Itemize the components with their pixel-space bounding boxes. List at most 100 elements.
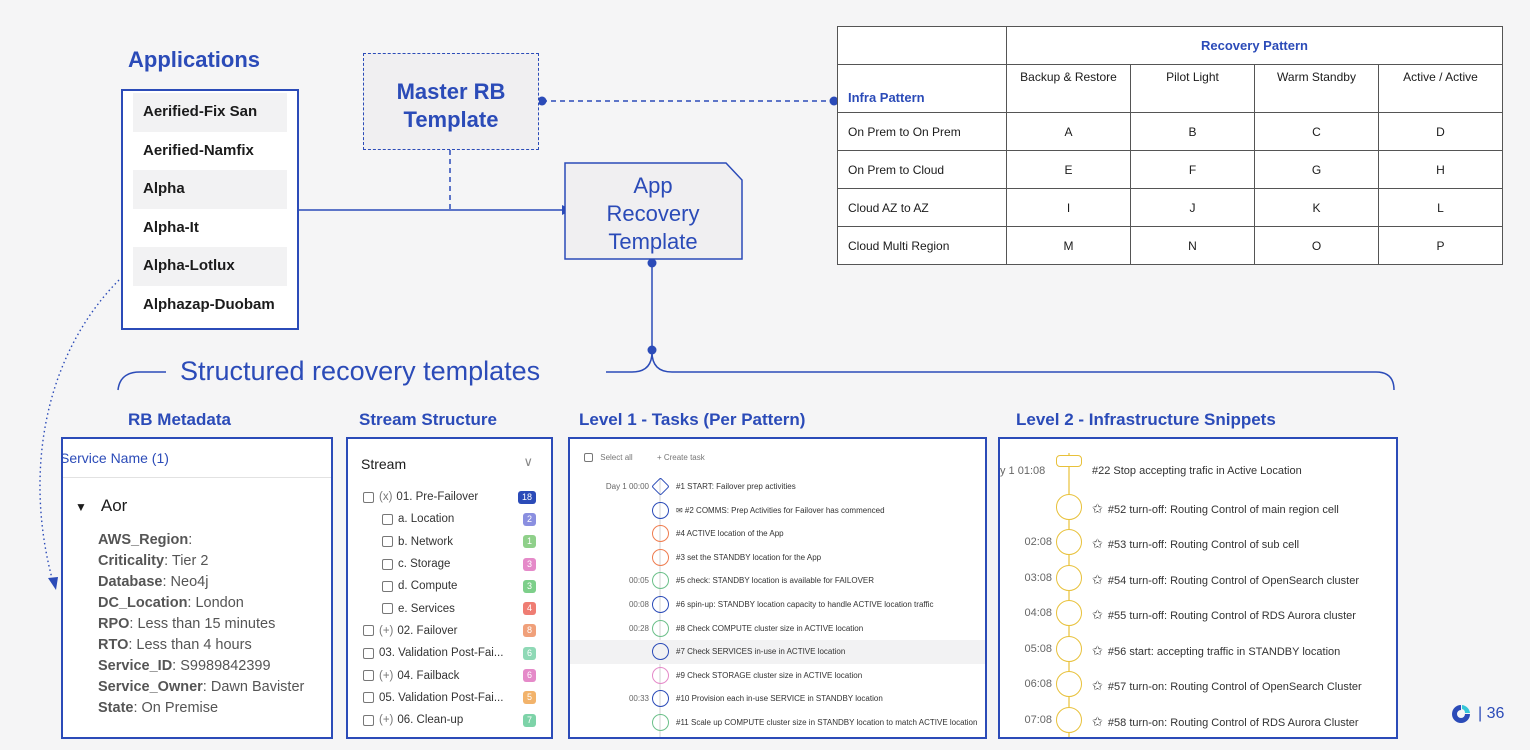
service-name: Aor bbox=[100, 496, 128, 515]
table-corner bbox=[837, 26, 1007, 65]
stream-label: c. Storage bbox=[398, 558, 451, 571]
stream-count-badge: 8 bbox=[523, 624, 536, 638]
task-status-icon bbox=[652, 643, 669, 661]
snippet-text: #58 turn-on: Routing Control of RDS Auro… bbox=[1107, 716, 1359, 729]
stream-count-badge: 2 bbox=[523, 512, 536, 526]
task-status-icon bbox=[652, 525, 669, 543]
expand-triangle-icon[interactable]: ▼ bbox=[75, 500, 87, 514]
metadata-field: RTO: Less than 4 hours bbox=[98, 637, 252, 653]
stream-row[interactable]: a. Location 2 bbox=[348, 508, 551, 530]
snippet-row[interactable]: 07:08✩#58 turn-on: Routing Control of RD… bbox=[1000, 702, 1396, 738]
task-row[interactable]: #7 Check SERVICES in-use in ACTIVE locat… bbox=[570, 640, 985, 664]
snippet-row[interactable]: y 1 01:08#22 Stop accepting trafic in Ac… bbox=[1000, 453, 1396, 489]
select-all-label[interactable]: Select all bbox=[600, 453, 633, 462]
snippet-item: ✩ #58 turn-on: Routing Control of RDS Aur… bbox=[1092, 714, 1359, 730]
snippet-star-icon: ✩ bbox=[1092, 713, 1103, 729]
snippet-star-icon: ✩ bbox=[1092, 536, 1103, 551]
snippet-row[interactable]: ✩#52 turn-off: Routing Control of main r… bbox=[1000, 489, 1396, 525]
column-header: Pilot Light bbox=[1130, 64, 1255, 113]
task-status-icon bbox=[652, 666, 669, 684]
applications-title: Applications bbox=[128, 47, 261, 72]
table-cell: E bbox=[1006, 150, 1131, 189]
snippet-row[interactable]: 04:08✩#55 turn-off: Routing Control of R… bbox=[1000, 595, 1396, 631]
task-row[interactable]: Day 1 00:00#1 START: Failover prep activ… bbox=[570, 475, 985, 499]
stream-checkbox[interactable] bbox=[382, 558, 393, 570]
service-name-row[interactable]: ▼ Aor bbox=[63, 478, 331, 516]
application-item[interactable]: Alpha-It bbox=[143, 218, 199, 236]
application-item[interactable]: Alphazap-Duobam bbox=[143, 295, 275, 313]
snippet-row[interactable]: 02:08✩#53 turn-off: Routing Control of s… bbox=[1000, 524, 1396, 560]
task-row[interactable]: 00:05#5 check: STANDBY location is avail… bbox=[570, 569, 985, 593]
metadata-key: DC_Location bbox=[98, 595, 188, 611]
snippet-row[interactable]: 06:08✩#57 turn-on: Routing Control of Op… bbox=[1000, 666, 1396, 702]
stream-checkbox[interactable] bbox=[363, 714, 374, 726]
snippet-text: #57 turn-on: Routing Control of OpenSear… bbox=[1107, 681, 1362, 693]
task-row[interactable]: #9 Check STORAGE cluster size in ACTIVE … bbox=[570, 664, 985, 688]
task-row[interactable]: 00:33 #10 Provision each in-use SERVICE i… bbox=[570, 687, 985, 711]
task-time: 00:05 bbox=[628, 576, 649, 586]
stream-checkbox[interactable] bbox=[382, 603, 393, 615]
service-name-header[interactable]: Service Name (1) bbox=[63, 439, 331, 478]
task-row[interactable]: 00:08#6 spin-up: STANDBY location capaci… bbox=[570, 593, 985, 617]
stream-count-badge: 6 bbox=[523, 646, 536, 660]
snippet-time: 02:08 bbox=[1024, 536, 1052, 548]
stream-prefix-icon[interactable]: (+) bbox=[379, 714, 394, 727]
stream-checkbox[interactable] bbox=[363, 647, 374, 659]
stream-checkbox[interactable] bbox=[363, 670, 374, 682]
stream-prefix-icon[interactable]: (+) bbox=[379, 669, 394, 682]
select-all-checkbox[interactable] bbox=[584, 453, 593, 463]
metadata-key: RPO bbox=[98, 616, 130, 632]
snippet-row[interactable]: 03:08✩#54 turn-off: Routing Control of O… bbox=[1000, 560, 1396, 596]
stream-row[interactable]: 03. Validation Post-Fai...6 bbox=[348, 642, 551, 664]
stream-checkbox[interactable] bbox=[382, 536, 393, 548]
snippet-row[interactable]: 05:08✩#56 start: accepting traffic in ST… bbox=[1000, 631, 1396, 667]
metadata-value: London bbox=[191, 595, 244, 611]
table-row: On Prem to On Prem A B C D bbox=[837, 112, 1503, 151]
stream-prefix-icon[interactable]: (+) bbox=[379, 624, 394, 637]
stream-checkbox[interactable] bbox=[363, 491, 374, 503]
task-row[interactable]: #4 ACTIVE location of the App bbox=[570, 522, 985, 546]
stream-row[interactable]: 05. Validation Post-Fai...5 bbox=[348, 687, 551, 709]
application-item[interactable]: Alpha-Lotlux bbox=[133, 247, 287, 286]
application-item[interactable]: Aerified-Fix San bbox=[133, 93, 287, 132]
task-text: ✉ #2 COMMS: Prep Activities for Failover… bbox=[676, 505, 885, 515]
stream-checkbox[interactable] bbox=[382, 580, 393, 592]
task-time: 00:08 bbox=[628, 599, 649, 609]
task-text: #7 Check SERVICES in-use in ACTIVE locat… bbox=[676, 647, 846, 657]
task-text: #10 Provision each in-use SERVICE in STA… bbox=[676, 694, 883, 704]
snippets-title: Level 2 - Infrastructure Snippets bbox=[1016, 410, 1276, 429]
metadata-value: Dawn Bavister bbox=[206, 679, 305, 695]
stream-checkbox[interactable] bbox=[363, 692, 374, 704]
stream-prefix-icon[interactable]: (x) bbox=[379, 491, 393, 504]
task-row[interactable]: #3 set the STANDBY location for the App bbox=[570, 546, 985, 570]
stream-label: a. Location bbox=[398, 513, 455, 526]
create-task-button[interactable]: + Create task bbox=[656, 453, 705, 462]
metadata-field: RPO: Less than 15 minutes bbox=[98, 616, 276, 632]
task-row[interactable]: #11 Scale up COMPUTE cluster size in STA… bbox=[570, 711, 985, 735]
snippet-item: ✩#56 start: accepting traffic in STANDBY… bbox=[1092, 643, 1340, 659]
snippet-rows: y 1 01:08#22 Stop accepting trafic in Ac… bbox=[1000, 439, 1396, 737]
snippet-time: y 1 01:08 bbox=[1000, 465, 1046, 477]
stream-checkbox[interactable] bbox=[363, 625, 374, 637]
stream-count-badge: 1 bbox=[523, 535, 536, 549]
stream-label: 04. Failback bbox=[397, 669, 460, 682]
application-item[interactable]: Alpha bbox=[133, 170, 287, 209]
snippet-star-icon: ✩ bbox=[1092, 607, 1103, 622]
application-item[interactable]: Aerified-Namfix bbox=[143, 141, 254, 159]
task-row[interactable]: ✉ #2 COMMS: Prep Activities for Failover… bbox=[570, 499, 985, 523]
metadata-field: AWS_Region: bbox=[98, 532, 193, 548]
stream-checkbox[interactable] bbox=[382, 513, 393, 525]
task-row[interactable]: 00:28#8 Check COMPUTE cluster size in AC… bbox=[570, 617, 985, 641]
task-time: 00:33 bbox=[628, 694, 649, 704]
stream-header[interactable]: Stream ∨ bbox=[348, 439, 551, 486]
task-status-icon bbox=[652, 548, 669, 566]
chevron-down-icon[interactable]: ∨ bbox=[523, 454, 533, 469]
